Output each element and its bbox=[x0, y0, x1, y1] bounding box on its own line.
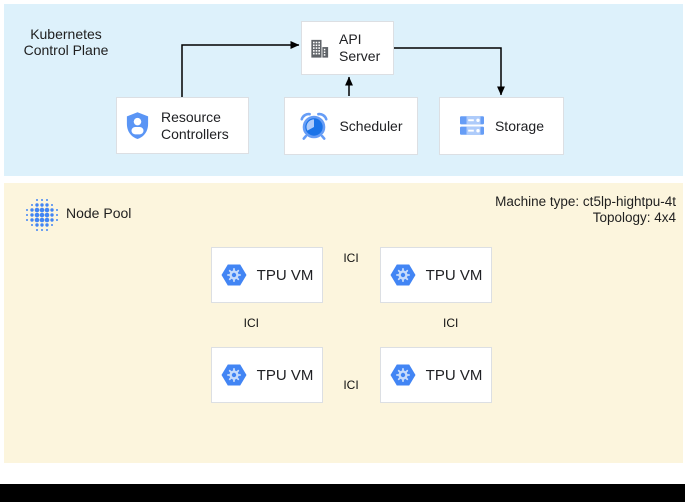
alarm-clock-icon bbox=[299, 111, 329, 141]
building-icon bbox=[308, 37, 331, 60]
gke-hexagon-icon bbox=[389, 263, 416, 287]
gke-hexagon-icon bbox=[220, 363, 247, 387]
storage-disks-icon bbox=[459, 115, 485, 137]
node-tpu-vm-1: TPU VM bbox=[380, 247, 492, 303]
node-label-api-server: API Server bbox=[339, 31, 381, 64]
node-storage: Storage bbox=[439, 97, 564, 155]
node-pool-panel bbox=[4, 183, 683, 463]
node-label-tpu-vm: TPU VM bbox=[425, 366, 483, 384]
node-label-tpu-vm: TPU VM bbox=[256, 366, 314, 384]
node-pool-title: Node Pool bbox=[66, 205, 132, 221]
node-scheduler: Scheduler bbox=[284, 97, 418, 155]
bottom-window-bar bbox=[0, 484, 685, 502]
topology-text: Topology: 4x4 bbox=[592, 210, 676, 225]
gke-hexagon-icon bbox=[389, 363, 416, 387]
node-resource-controllers: Resource Controllers bbox=[116, 97, 249, 154]
node-label-resource-controllers: Resource Controllers bbox=[161, 108, 229, 142]
node-pool-metadata: Machine type: ct5lp-hightpu-4t Topology:… bbox=[495, 194, 676, 226]
gke-hexagon-icon bbox=[220, 263, 247, 287]
ici-label-bottom: ICI bbox=[343, 378, 359, 392]
ici-label-right: ICI bbox=[443, 316, 459, 330]
node-tpu-vm-2: TPU VM bbox=[211, 347, 323, 403]
ici-label-left: ICI bbox=[243, 316, 259, 330]
node-tpu-vm-3: TPU VM bbox=[380, 347, 492, 403]
node-label-scheduler: Scheduler bbox=[339, 117, 403, 134]
node-label-storage: Storage bbox=[494, 117, 545, 134]
node-label-tpu-vm: TPU VM bbox=[256, 266, 314, 284]
node-api-server: API Server bbox=[301, 21, 394, 75]
control-plane-title: Kubernetes Control Plane bbox=[23, 26, 109, 58]
node-pool-dots-icon bbox=[26, 199, 58, 231]
machine-type-text: Machine type: ct5lp-hightpu-4t bbox=[495, 194, 676, 209]
shield-user-icon bbox=[124, 111, 151, 140]
node-label-tpu-vm: TPU VM bbox=[425, 266, 483, 284]
ici-label-top: ICI bbox=[343, 251, 359, 265]
node-tpu-vm-0: TPU VM bbox=[211, 247, 323, 303]
